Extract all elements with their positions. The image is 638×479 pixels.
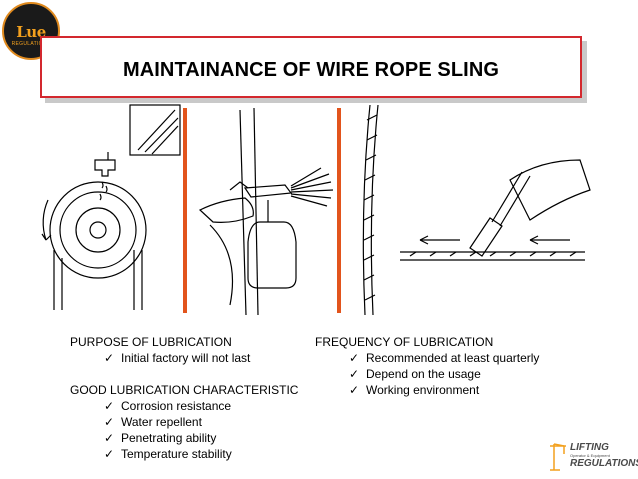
check-icon: ✓: [104, 447, 115, 461]
frequency-list: ✓ Recommended at least quarterly ✓ Depen…: [315, 350, 539, 398]
list-item: ✓ Working environment: [349, 382, 539, 398]
spacer: [70, 366, 298, 382]
crane-icon: [550, 443, 566, 471]
list-item-label: Water repellent: [121, 415, 202, 429]
check-icon: ✓: [104, 415, 115, 429]
list-item: ✓ Recommended at least quarterly: [349, 350, 539, 366]
check-icon: ✓: [104, 431, 115, 445]
brush-lubrication-drawing: [362, 104, 591, 316]
characteristic-list: ✓ Corrosion resistance ✓ Water repellent…: [70, 398, 298, 462]
brand-line2: Operator & Equipment: [570, 453, 610, 458]
list-item: ✓ Corrosion resistance: [104, 398, 298, 414]
list-item-label: Initial factory will not last: [121, 351, 251, 365]
list-item-label: Depend on the usage: [366, 367, 481, 381]
list-item: ✓ Initial factory will not last: [104, 350, 298, 366]
logo-subtitle: REGULATIONS: [11, 41, 51, 47]
brand-logo: LIFTING Operator & Equipment REGULATIONS: [548, 440, 638, 474]
lubrication-methods-illustration: [41, 104, 591, 316]
page-title: MAINTAINANCE OF WIRE ROPE SLING: [122, 59, 500, 81]
frequency-heading: FREQUENCY OF LUBRICATION: [315, 335, 494, 349]
check-icon: ✓: [104, 399, 115, 413]
characteristic-heading: GOOD LUBRICATION CHARACTERISTIC: [70, 383, 299, 397]
list-item: ✓ Depend on the usage: [349, 366, 539, 382]
brand-line3: REGULATIONS: [570, 458, 638, 469]
divider-bars: [183, 108, 341, 313]
list-item-label: Recommended at least quarterly: [366, 351, 540, 365]
logo: Lue REGULATIONS: [2, 2, 60, 60]
check-icon: ✓: [104, 351, 115, 365]
list-item-label: Corrosion resistance: [121, 399, 232, 413]
check-icon: ✓: [349, 383, 360, 397]
purpose-heading: PURPOSE OF LUBRICATION: [70, 335, 232, 349]
check-icon: ✓: [349, 367, 360, 381]
check-icon: ✓: [349, 351, 360, 365]
list-item: ✓ Temperature stability: [104, 446, 298, 462]
right-panel: FREQUENCY OF LUBRICATION ✓ Recommended a…: [315, 334, 539, 398]
list-item: ✓ Water repellent: [104, 414, 298, 430]
list-item-label: Temperature stability: [121, 447, 232, 461]
list-item-label: Penetrating ability: [121, 431, 217, 445]
logo-text: Lue: [16, 23, 46, 41]
purpose-list: ✓ Initial factory will not last: [70, 350, 298, 366]
title-box: MAINTAINANCE OF WIRE ROPE SLING: [40, 36, 582, 98]
list-item: ✓ Penetrating ability: [104, 430, 298, 446]
brand-line1: LIFTING: [570, 442, 609, 453]
spray-lubrication-drawing: [198, 107, 334, 316]
left-panel: PURPOSE OF LUBRICATION ✓ Initial factory…: [70, 334, 298, 462]
list-item-label: Working environment: [366, 383, 480, 397]
drip-lubrication-drawing: [41, 104, 181, 310]
